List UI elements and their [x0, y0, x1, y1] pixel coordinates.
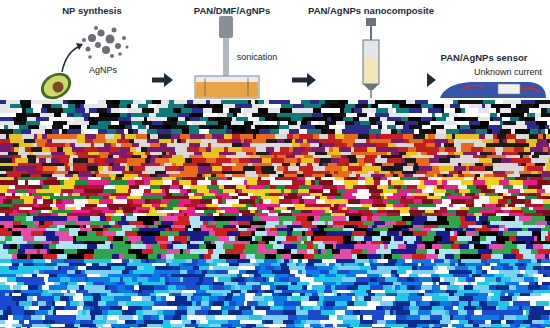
step-label: sonication: [236, 52, 279, 63]
step-title: NP synthesis: [61, 5, 123, 16]
sensor-hand: [440, 82, 546, 98]
process-step: PAN/DMF/AgNPs sonication: [175, 2, 290, 98]
step-title: PAN/AgNPs nanocomposite: [307, 5, 435, 16]
flow-arrow: [427, 73, 436, 87]
step-title: PAN/DMF/AgNPs: [193, 5, 271, 16]
arrow-head: [76, 43, 83, 50]
syringe: [363, 18, 379, 98]
nanoparticles: [82, 26, 129, 59]
step-title: PAN/AgNPs sensor: [440, 52, 529, 63]
process-step: PAN/AgNPs nanocomposite: [318, 2, 425, 98]
flow-arrow: [292, 73, 316, 87]
curved-arrow: [62, 46, 80, 72]
step-label: AgNPs: [88, 65, 118, 76]
avocado: [36, 68, 76, 105]
step-label: Unknown current: [473, 67, 543, 78]
process-step: NP synthesisAgNPs: [35, 2, 150, 98]
flow-arrow: [152, 73, 173, 87]
process-step: PAN/AgNPs sensorUnknown current: [438, 50, 548, 98]
